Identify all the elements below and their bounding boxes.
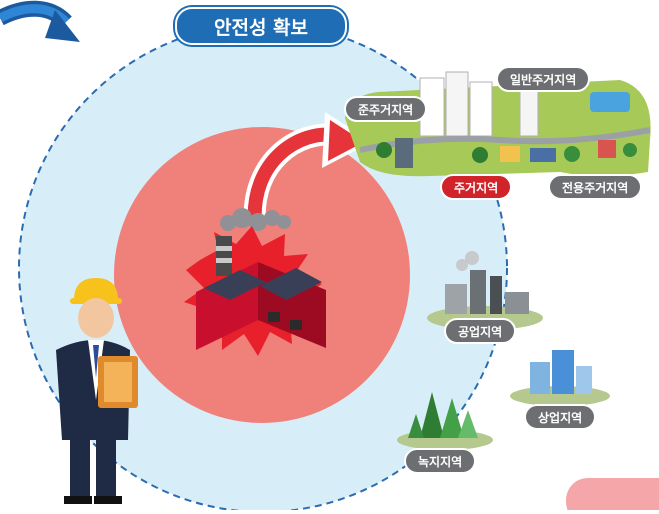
next-section-bubble [566,478,659,514]
commercial-area-illustration [510,350,610,406]
curved-arrow-icon [0,0,80,42]
zone-label-exclusive-residential: 전용주거지역 [548,174,643,200]
hazard-arrow-icon [243,112,372,226]
zone-label-semi-residential: 준주거지역 [344,96,428,122]
zone-label-green: 녹지지역 [404,448,477,474]
zone-label-residential: 주거지역 [440,174,513,200]
zone-label-general-residential: 일반주거지역 [496,66,591,92]
zone-label-industrial: 공업지역 [444,318,517,344]
smoke-icon [220,208,291,231]
green-area-illustration [397,392,493,450]
title-badge: 안전성 확보 [175,7,347,45]
safety-inspector-icon [56,278,138,504]
factory-icon [196,236,326,350]
zone-label-commercial: 상업지역 [524,404,597,430]
